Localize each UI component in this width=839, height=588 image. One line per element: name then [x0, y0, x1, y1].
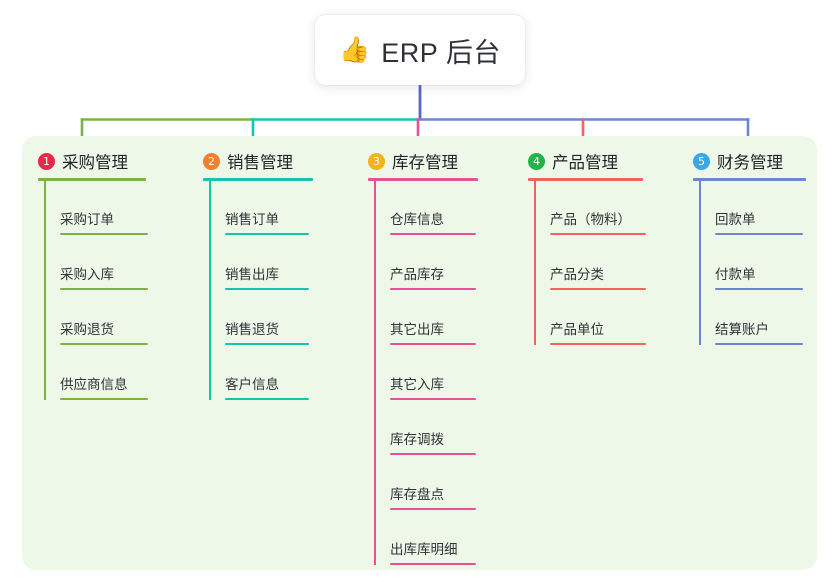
- branch-item-label: 其它入库: [390, 377, 444, 392]
- branch-item-label: 库存调拨: [390, 432, 444, 447]
- branch-item-rule: [550, 233, 646, 235]
- branch-number-badge: 1: [38, 152, 55, 170]
- branch-spine: [534, 181, 536, 345]
- branch-item-rule: [225, 288, 309, 290]
- branch-item-rule: [715, 288, 803, 290]
- branch-item[interactable]: 销售退货: [225, 305, 309, 345]
- branch-item-rule: [390, 508, 476, 510]
- branch-item-label: 产品分类: [550, 267, 604, 282]
- branch-item[interactable]: 客户信息: [225, 360, 309, 400]
- branch-item-label: 库存盘点: [390, 487, 444, 502]
- branch-item-label: 出库库明细: [390, 542, 458, 557]
- branch-number-badge: 4: [528, 152, 545, 170]
- branch-item-label: 回款单: [715, 212, 756, 227]
- branch-item-rule: [390, 288, 476, 290]
- branch-item[interactable]: 销售出库: [225, 250, 309, 290]
- branch-header-2[interactable]: 2 销售管理: [203, 148, 293, 174]
- branch-item-rule: [60, 398, 148, 400]
- branch-header-rule: [38, 178, 146, 181]
- branch-item[interactable]: 其它入库: [390, 360, 476, 400]
- branch-item-rule: [225, 233, 309, 235]
- branch-spine: [374, 181, 376, 565]
- branch-item-label: 付款单: [715, 267, 756, 282]
- branch-item-label: 采购订单: [60, 212, 114, 227]
- branch-number-badge: 5: [693, 152, 710, 170]
- branch-item-rule: [60, 233, 148, 235]
- branch-item[interactable]: 仓库信息: [390, 195, 476, 235]
- branch-item[interactable]: 产品（物料）: [550, 195, 646, 235]
- branch-item[interactable]: 付款单: [715, 250, 803, 290]
- branch-item-rule: [715, 343, 803, 345]
- branch-item-label: 采购入库: [60, 267, 114, 282]
- branch-item-label: 产品单位: [550, 322, 604, 337]
- branch-item-rule: [390, 563, 476, 565]
- branch-item-label: 销售订单: [225, 212, 279, 227]
- branch-item-rule: [60, 343, 148, 345]
- branch-header-rule: [693, 178, 806, 181]
- branch-item[interactable]: 产品分类: [550, 250, 646, 290]
- branch-header-rule: [368, 178, 478, 181]
- branch-item-label: 其它出库: [390, 322, 444, 337]
- branch-item[interactable]: 产品库存: [390, 250, 476, 290]
- branch-item[interactable]: 结算账户: [715, 305, 803, 345]
- branch-item-rule: [550, 288, 646, 290]
- branch-item-label: 结算账户: [715, 322, 769, 337]
- branch-spine: [209, 181, 211, 400]
- branch-spine: [44, 181, 46, 400]
- branch-item[interactable]: 销售订单: [225, 195, 309, 235]
- branch-item[interactable]: 库存调拨: [390, 415, 476, 455]
- branch-item-label: 采购退货: [60, 322, 114, 337]
- branch-item-rule: [715, 233, 803, 235]
- branch-title: 销售管理: [227, 154, 293, 172]
- branch-header-rule: [203, 178, 313, 181]
- branch-header-4[interactable]: 4 产品管理: [528, 148, 618, 174]
- branch-header-5[interactable]: 5 财务管理: [693, 148, 783, 174]
- branch-item-label: 客户信息: [225, 377, 279, 392]
- branch-item-label: 销售出库: [225, 267, 279, 282]
- thumbs-up-icon: 👍: [339, 35, 371, 64]
- branch-number-badge: 3: [368, 152, 385, 170]
- branch-item[interactable]: 采购入库: [60, 250, 148, 290]
- branch-item-label: 产品库存: [390, 267, 444, 282]
- branch-item-rule: [60, 288, 148, 290]
- branch-item[interactable]: 采购订单: [60, 195, 148, 235]
- branch-item-rule: [225, 398, 309, 400]
- branch-item[interactable]: 回款单: [715, 195, 803, 235]
- branch-item-rule: [390, 453, 476, 455]
- branch-item[interactable]: 出库库明细: [390, 525, 476, 565]
- branch-item-label: 仓库信息: [390, 212, 444, 227]
- branch-number-badge: 2: [203, 152, 220, 170]
- root-node-content: 👍 ERP 后台: [339, 31, 501, 70]
- branch-title: 产品管理: [552, 154, 618, 172]
- branch-item-rule: [225, 343, 309, 345]
- root-node-title: ERP 后台: [381, 37, 501, 68]
- branch-title: 采购管理: [62, 154, 128, 172]
- branches-panel: 1 采购管理采购订单采购入库采购退货供应商信息 2 销售管理销售订单销售出库销售退货客…: [22, 136, 817, 570]
- branch-item-label: 供应商信息: [60, 377, 128, 392]
- root-node-erp-backend[interactable]: 👍 ERP 后台: [315, 15, 525, 85]
- branch-spine: [699, 181, 701, 345]
- branch-item[interactable]: 供应商信息: [60, 360, 148, 400]
- branch-item-rule: [390, 343, 476, 345]
- branch-item-rule: [390, 233, 476, 235]
- branch-title: 库存管理: [392, 154, 458, 172]
- branch-item[interactable]: 采购退货: [60, 305, 148, 345]
- branch-item-rule: [390, 398, 476, 400]
- branch-header-3[interactable]: 3 库存管理: [368, 148, 458, 174]
- branch-header-1[interactable]: 1 采购管理: [38, 148, 128, 174]
- branch-title: 财务管理: [717, 154, 783, 172]
- branch-item-rule: [550, 343, 646, 345]
- branch-item-label: 销售退货: [225, 322, 279, 337]
- branch-header-rule: [528, 178, 643, 181]
- branch-item-label: 产品（物料）: [550, 212, 631, 227]
- branch-item[interactable]: 其它出库: [390, 305, 476, 345]
- branch-item[interactable]: 产品单位: [550, 305, 646, 345]
- branch-item[interactable]: 库存盘点: [390, 470, 476, 510]
